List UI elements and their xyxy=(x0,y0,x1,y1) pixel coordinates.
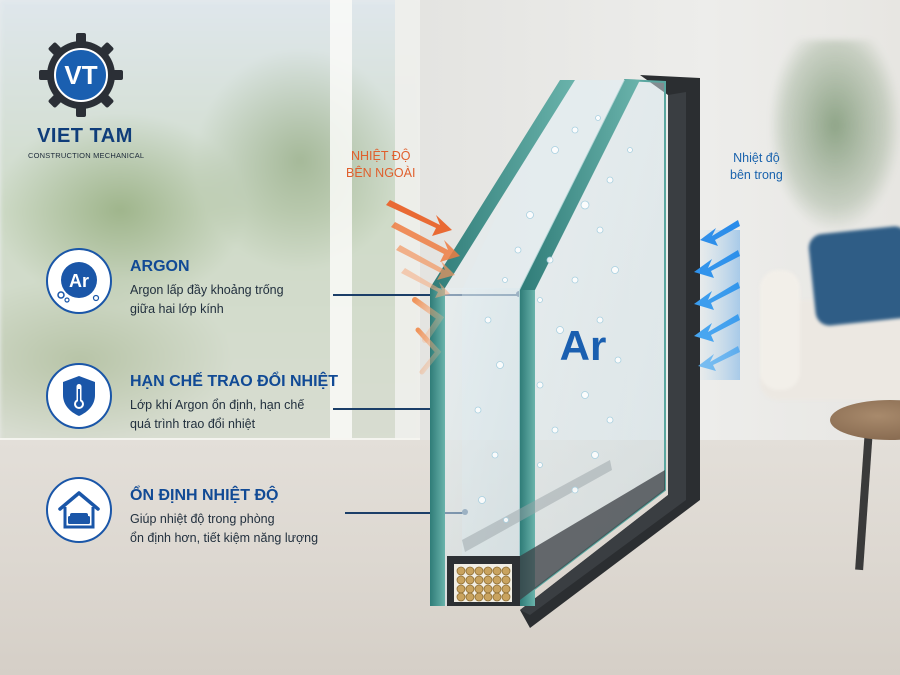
thermometer-shield-icon xyxy=(46,363,112,429)
argon-symbol: Ar xyxy=(560,322,607,369)
leader-line-heat xyxy=(333,408,441,410)
feature-title: ARGON xyxy=(130,258,190,275)
inside-temperature-line1: Nhiệt độ xyxy=(733,151,780,165)
feature-description: Giúp nhiệt độ trong phòng ổn định hơn, t… xyxy=(130,512,319,545)
window-frame-vertical xyxy=(330,0,352,460)
logo-letters: VT xyxy=(64,60,97,90)
background-plant xyxy=(770,40,900,230)
argon-icon: Ar xyxy=(46,248,112,314)
feature-description: Lớp khí Argon ổn định, hạn chế quá trình… xyxy=(130,398,305,431)
double-glazing-cross-section: Ar xyxy=(386,75,740,628)
leader-line-temperature xyxy=(345,512,465,514)
leader-line-argon xyxy=(333,294,519,296)
gear-logo-icon: VT xyxy=(39,33,123,117)
company-name: VIET TAM xyxy=(37,125,133,147)
outside-temperature-line1: NHIỆT ĐỘ xyxy=(350,149,411,163)
company-subtitle: CONSTRUCTION MECHANICAL xyxy=(28,151,145,160)
house-sofa-icon xyxy=(46,477,112,543)
inside-temperature-label: Nhiệt độ bên trong xyxy=(730,150,783,184)
feature-description: Argon lấp đầy khoảng trống giữa hai lớp … xyxy=(130,283,284,316)
background-sofa xyxy=(760,225,900,410)
cold-arrows-icon xyxy=(694,220,740,380)
inside-temperature-line2: bên trong xyxy=(730,168,783,182)
feature-title: HẠN CHẾ TRAO ĐỔI NHIỆT xyxy=(130,373,338,390)
outside-temperature-label: NHIỆT ĐỘ BÊN NGOÀI xyxy=(346,148,415,182)
outside-temperature-line2: BÊN NGOÀI xyxy=(346,166,416,180)
feature-title: ỔN ĐỊNH NHIỆT ĐỘ xyxy=(130,487,279,504)
heat-arrows-icon xyxy=(386,200,460,375)
argon-icon-text: Ar xyxy=(69,271,89,291)
